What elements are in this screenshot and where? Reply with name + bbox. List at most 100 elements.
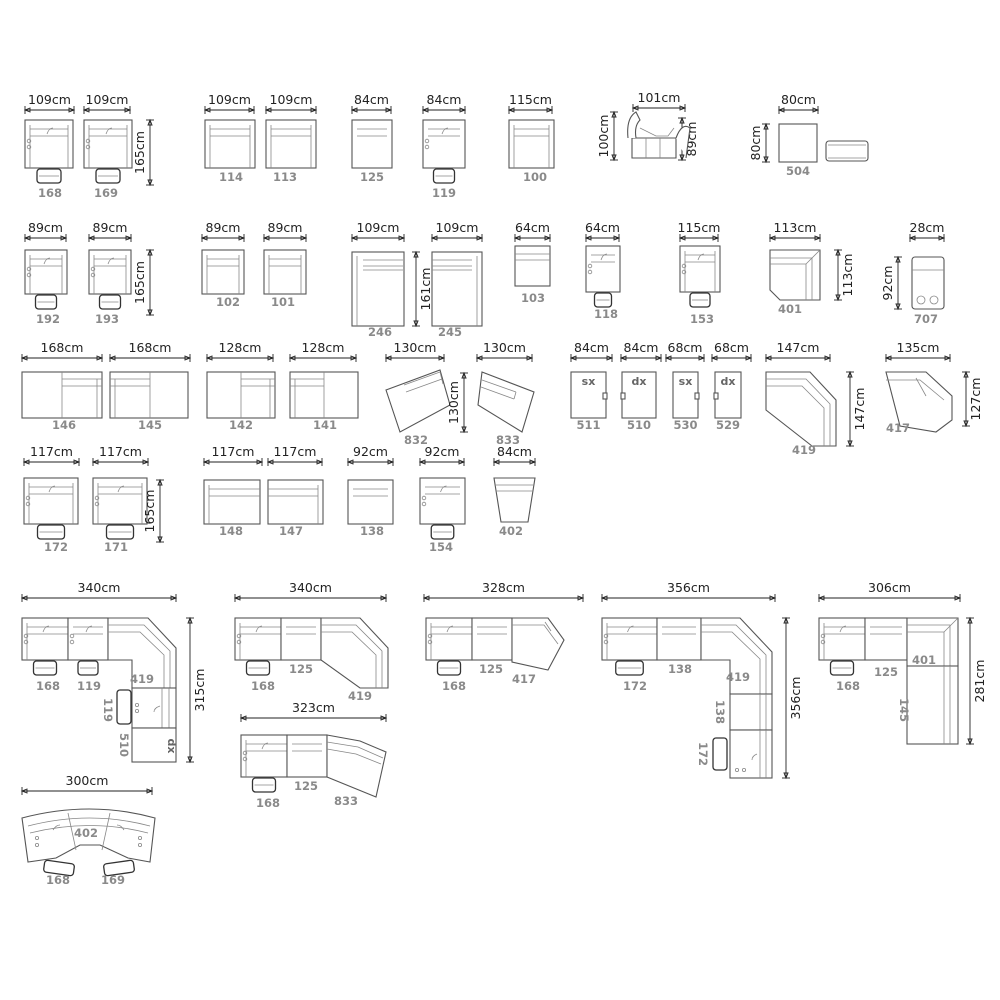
width-dimension: 84cm [354, 92, 389, 107]
reclining-handle [446, 625, 454, 633]
module-code: 103 [521, 291, 545, 305]
corner-outline [320, 617, 389, 689]
module-outline [88, 249, 132, 295]
width-dimension: 64cm [585, 220, 620, 235]
width-dimension: 300cm [66, 773, 109, 788]
module-code: 169 [101, 873, 125, 887]
width-dimension: 117cm [99, 444, 142, 459]
module-outline [471, 617, 513, 661]
module-code: 113 [273, 170, 297, 184]
width-dimension: 168cm [41, 340, 84, 355]
module-code: 530 [673, 418, 697, 432]
module-code: 402 [74, 826, 98, 840]
width-dimension: 340cm [289, 580, 332, 595]
module-code: 145 [138, 418, 162, 432]
end-unit-outline [131, 727, 177, 763]
module-code: 172 [44, 540, 68, 554]
module-outline [351, 119, 393, 169]
module-code: 419 [348, 689, 372, 703]
wedge-outline [493, 477, 536, 523]
module-code: 118 [594, 307, 618, 321]
module-code: 168 [251, 679, 275, 693]
module-outline [234, 617, 282, 661]
module-outline [280, 617, 322, 661]
module-outline [240, 734, 288, 778]
depth-dimension: 127cm [968, 378, 983, 421]
depth-dimension: 130cm [446, 381, 461, 424]
reclining-handle [43, 257, 51, 265]
module-code: 419 [792, 443, 816, 457]
depth-dimension: 281cm [972, 660, 987, 703]
module-113: 109cm 113 [264, 92, 318, 184]
module-172: 117cm 172 [22, 444, 81, 554]
width-dimension: 128cm [219, 340, 262, 355]
module-outline [267, 479, 324, 525]
reclining-handle [261, 742, 269, 750]
module-outline [419, 477, 466, 525]
width-dimension: 28cm [910, 220, 945, 235]
side-arm [675, 125, 691, 159]
module-outline [83, 119, 133, 169]
module-code: 402 [499, 524, 523, 538]
reclining-handle [48, 485, 56, 493]
width-dimension: 115cm [678, 220, 721, 235]
chaise-outline [351, 251, 405, 327]
module-outline [92, 477, 148, 525]
module-outline [286, 734, 328, 778]
width-dimension: 323cm [292, 700, 335, 715]
module-outline [347, 479, 394, 525]
module-code: 114 [219, 170, 243, 184]
width-dimension: 168cm [129, 340, 172, 355]
depth-dimension: 165cm [132, 131, 147, 174]
width-dimension: 84cm [497, 444, 532, 459]
side-tag: sx [582, 375, 596, 388]
width-dimension: 117cm [212, 444, 255, 459]
module-code: 171 [104, 540, 128, 554]
width-dimension: 117cm [274, 444, 317, 459]
pouf-outline [825, 140, 869, 162]
reclining-handle [255, 625, 263, 633]
angled-outline [385, 369, 451, 433]
width-dimension: 109cm [270, 92, 313, 107]
width-dimension: 68cm [668, 340, 703, 355]
width-dimension: 89cm [93, 220, 128, 235]
module-outline [425, 617, 473, 661]
module-code: 833 [334, 794, 358, 808]
reclining-handle [839, 625, 847, 633]
reclining-handle [697, 253, 705, 261]
end-unit-handle [694, 392, 700, 400]
depth-dimension: 92cm [880, 266, 895, 301]
module-code: 138 [668, 662, 692, 676]
reclining-handle [441, 127, 449, 135]
depth-dimension: 161cm [418, 268, 433, 311]
reclining-handle [105, 127, 113, 135]
width-dimension: 101cm [638, 90, 681, 105]
angled-outline [326, 734, 387, 798]
width-dimension: 84cm [574, 340, 609, 355]
module-outline [729, 693, 773, 731]
corner-outline [765, 371, 837, 447]
module-118: 64cm 118 [584, 220, 621, 321]
width-dimension: 117cm [30, 444, 73, 459]
depth-dimension: 100cm [596, 115, 611, 158]
module-outline [585, 245, 621, 293]
module-outline [21, 617, 69, 661]
reclining-handle [85, 625, 93, 633]
module-code: 119 [432, 186, 456, 200]
width-dimension: 89cm [206, 220, 241, 235]
module-code: 833 [496, 433, 520, 447]
